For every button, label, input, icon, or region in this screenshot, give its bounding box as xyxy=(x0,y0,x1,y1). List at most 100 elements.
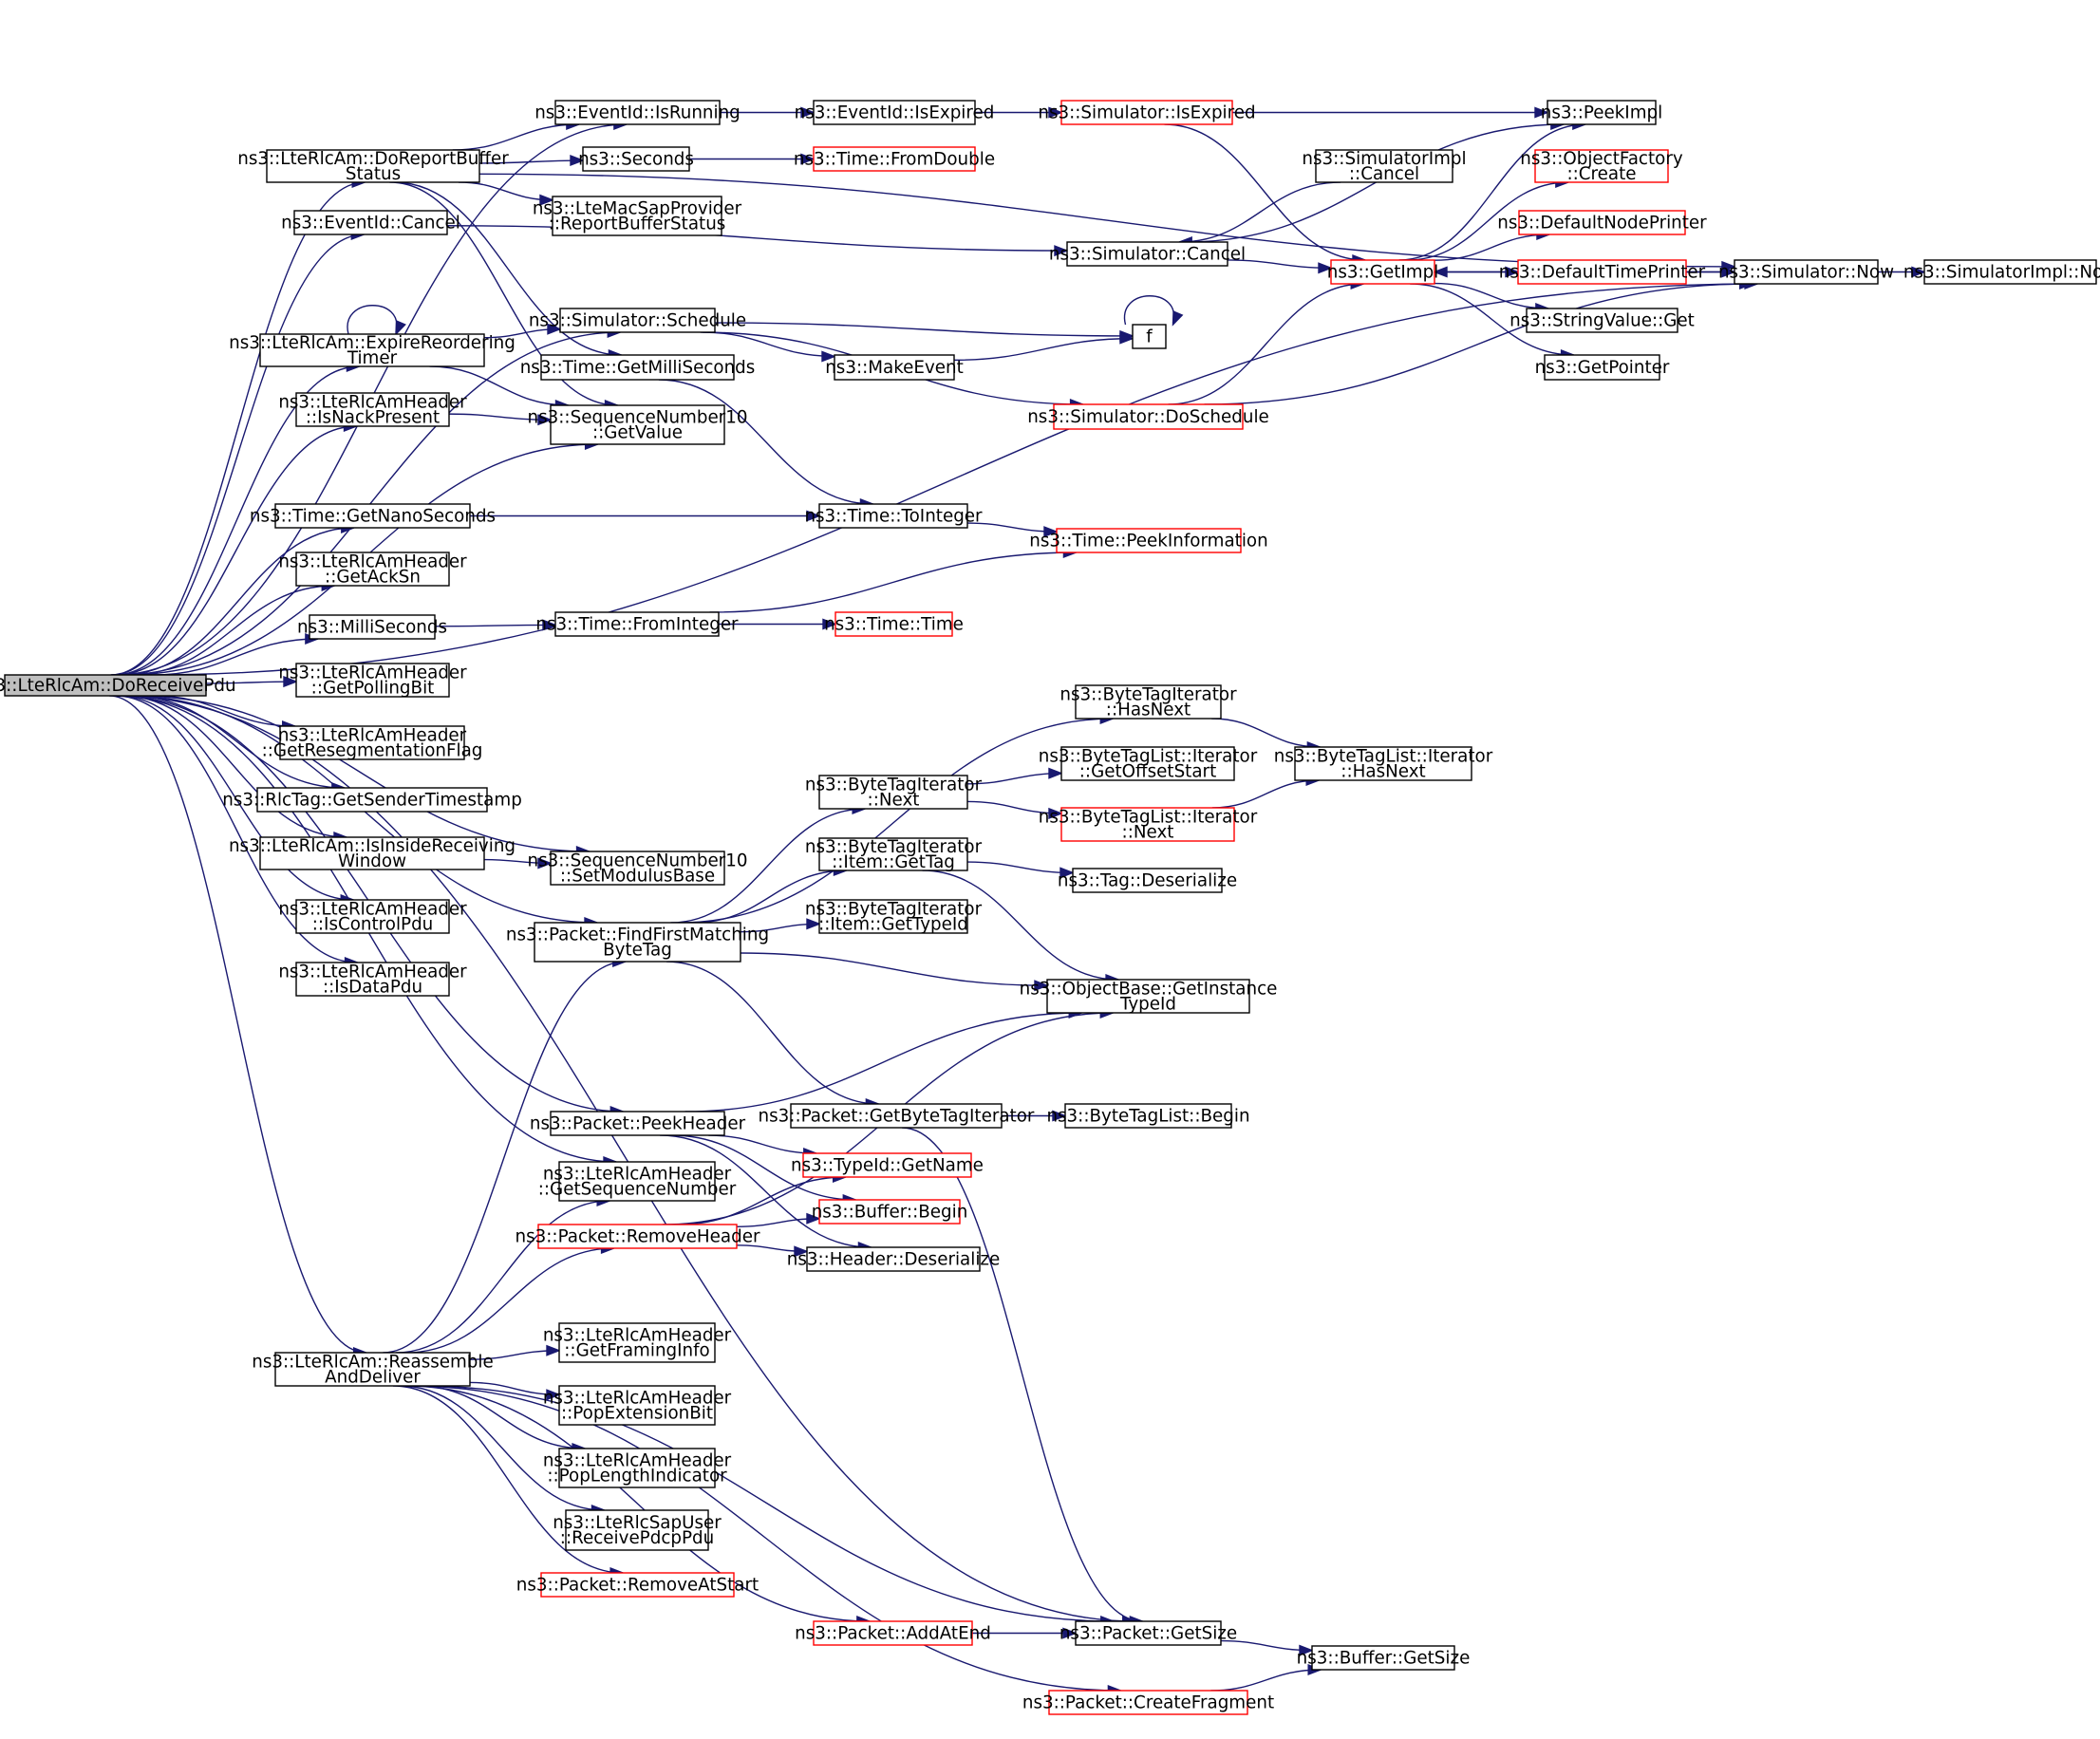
node-ns3-typeid-getname[interactable]: ns3::TypeId::GetName xyxy=(791,1152,984,1178)
node-ns3-header-deserialize[interactable]: ns3::Header::Deserialize xyxy=(787,1246,1001,1272)
node-ns3-time-fromdouble[interactable]: ns3::Time::FromDouble xyxy=(794,146,995,172)
node-ns3-getpointer[interactable]: ns3::GetPointer xyxy=(1535,354,1670,381)
node-ns3-bytetagiterator-next[interactable]: ns3::ByteTagIterator::Next xyxy=(805,775,983,811)
node-box xyxy=(818,775,968,810)
edge-n35-to-n36-arrowhead xyxy=(822,618,837,630)
node-ns3-simulator-cancel[interactable]: ns3::Simulator::Cancel xyxy=(1049,241,1246,267)
node-ns3-simulatorimpl-now[interactable]: ns3::SimulatorImpl::Now xyxy=(1903,259,2100,285)
node-ns3-lterlcamheader-iscontrolpdu[interactable]: ns3::LteRlcAmHeader::IsControlPdu xyxy=(278,899,467,935)
node-ns3-defaulttimeprinter[interactable]: ns3::DefaultTimePrinter xyxy=(1499,259,1706,285)
node-label: ns3::Simulator::Now xyxy=(1718,263,1894,283)
node-ns3-bytetaglist-iterator-next[interactable]: ns3::ByteTagList::Iterator::Next xyxy=(1039,807,1258,843)
node-ns3-bytetaglist-iterator-getoffsetstart[interactable]: ns3::ByteTagList::Iterator::GetOffsetSta… xyxy=(1039,746,1258,782)
node-ns3-makeevent[interactable]: ns3::MakeEvent xyxy=(825,354,964,381)
edge-n25-to-n42-arrowhead xyxy=(806,1212,821,1225)
node-box xyxy=(1072,868,1223,893)
node-box xyxy=(540,354,735,381)
node-ns3-packet-removeheader[interactable]: ns3::Packet::RemoveHeader xyxy=(516,1224,760,1249)
node-label: ::GetResegmentationFlag xyxy=(262,741,483,761)
node-ns3-simulator-isexpired[interactable]: ns3::Simulator::IsExpired xyxy=(1038,100,1256,125)
node-ns3-buffer-getsize[interactable]: ns3::Buffer::GetSize xyxy=(1297,1645,1471,1671)
node-ns3-bytetagiterator-item-gettag[interactable]: ns3::ByteTagIterator::Item::GetTag xyxy=(805,837,983,872)
edge-n56-to-n57-arrowhead xyxy=(1062,1627,1078,1639)
edge-n47-to-n47-arrowhead xyxy=(1172,310,1184,327)
node-ns3-packet-createfragment[interactable]: ns3::Packet::CreateFragment xyxy=(1022,1690,1274,1715)
node-ns3-lterlcam-doreceivepdu[interactable]: ns3::LteRlcAm::DoReceivePdu xyxy=(0,674,236,697)
node-ns3-packet-getbytetagiterator[interactable]: ns3::Packet::GetByteTagIterator xyxy=(759,1103,1035,1129)
node-ns3-packet-addatend[interactable]: ns3::Packet::AddAtEnd xyxy=(795,1620,991,1646)
node-ns3-simulatorimpl-cancel[interactable]: ns3::SimulatorImpl::Cancel xyxy=(1302,149,1466,184)
node-ns3-lterlcamheader-isdatapdu[interactable]: ns3::LteRlcAmHeader::IsDataPdu xyxy=(278,962,467,998)
node-ns3-time-time[interactable]: ns3::Time::Time xyxy=(824,611,964,637)
node-ns3-lterlcamheader-poplengthindicator[interactable]: ns3::LteRlcAmHeader::PopLengthIndicator xyxy=(543,1448,732,1488)
node-ns3-seconds[interactable]: ns3::Seconds xyxy=(578,146,694,172)
node-ns3-ltemacsapprovider-reportbufferstatus[interactable]: ns3::LteMacSapProvider::ReportBufferStat… xyxy=(533,196,742,236)
node-ns3-simulator-now[interactable]: ns3::Simulator::Now xyxy=(1718,259,1894,285)
node-ns3-tag-deserialize[interactable]: ns3::Tag::Deserialize xyxy=(1058,868,1237,893)
node-box xyxy=(295,899,450,934)
node-ns3-bytetaglist-iterator-hasnext[interactable]: ns3::ByteTagList::Iterator::HasNext xyxy=(1274,746,1493,782)
node-ns3-packet-getsize[interactable]: ns3::Packet::GetSize xyxy=(1059,1620,1237,1646)
node-box xyxy=(4,674,207,697)
node-box xyxy=(1734,259,1879,285)
node-f[interactable]: f xyxy=(1132,324,1167,349)
node-ns3-time-peekinformation[interactable]: ns3::Time::PeekInformation xyxy=(1029,528,1268,553)
node-ns3-lterlcsapuser-receivepdcppdu[interactable]: ns3::LteRlcSapUser::ReceivePdcpPdu xyxy=(553,1509,722,1551)
node-ns3-time-getnanoseconds[interactable]: ns3::Time::GetNanoSeconds xyxy=(250,503,496,529)
node-ns3-time-getmilliseconds[interactable]: ns3::Time::GetMilliSeconds xyxy=(520,354,756,381)
node-label: ns3::LteRlcAmHeader xyxy=(543,1389,732,1409)
node-ns3-lterlcamheader-getpollingbit[interactable]: ns3::LteRlcAmHeader::GetPollingBit xyxy=(278,663,467,699)
node-ns3-rlctag-getsendertimestamp[interactable]: ns3::RlcTag::GetSenderTimestamp xyxy=(222,787,522,813)
node-ns3-time-frominteger[interactable]: ns3::Time::FromInteger xyxy=(535,611,739,637)
edge-n52-to-n66 xyxy=(1211,779,1320,809)
node-ns3-bytetagiterator-item-gettypeid[interactable]: ns3::ByteTagIterator::Item::GetTypeId xyxy=(805,899,983,935)
node-ns3-bytetagiterator-hasnext[interactable]: ns3::ByteTagIterator::HasNext xyxy=(1059,684,1237,720)
node-label: ns3::ByteTagList::Begin xyxy=(1046,1107,1249,1127)
node-ns3-eventid-cancel[interactable]: ns3::EventId::Cancel xyxy=(281,210,460,235)
node-box xyxy=(806,1246,981,1272)
node-ns3-buffer-begin[interactable]: ns3::Buffer::Begin xyxy=(812,1199,968,1225)
node-label: Window xyxy=(338,851,406,871)
node-ns3-simulator-doschedule[interactable]: ns3::Simulator::DoSchedule xyxy=(1027,403,1269,430)
edge-n38-to-n53 xyxy=(966,861,1074,874)
edge-n23-to-n54 xyxy=(684,1012,1082,1113)
node-ns3-lterlcamheader-getsequencenumber[interactable]: ns3::LteRlcAmHeader::GetSequenceNumber xyxy=(538,1161,737,1202)
node-ns3-lterlcamheader-getacksn[interactable]: ns3::LteRlcAmHeader::GetAckSn xyxy=(278,552,467,588)
edge-n23-to-n42 xyxy=(671,1134,856,1201)
node-ns3-sequencenumber10-setmodulusbase[interactable]: ns3::SequenceNumber10::SetModulusBase xyxy=(528,851,748,887)
node-ns3-peekimpl[interactable]: ns3::PeekImpl xyxy=(1541,100,1662,125)
node-ns3-lterlcamheader-getframinginfo[interactable]: ns3::LteRlcAmHeader::GetFramingInfo xyxy=(543,1322,732,1363)
node-ns3-sequencenumber10-getvalue[interactable]: ns3::SequenceNumber10::GetValue xyxy=(528,404,748,445)
node-ns3-lterlcamheader-isnackpresent[interactable]: ns3::LteRlcAmHeader::IsNackPresent xyxy=(278,392,467,428)
node-label: ns3::ObjectFactory xyxy=(1520,149,1683,169)
node-ns3-defaultnodeprinter[interactable]: ns3::DefaultNodePrinter xyxy=(1497,210,1707,235)
node-ns3-stringvalue-get[interactable]: ns3::StringValue::Get xyxy=(1509,308,1695,333)
node-ns3-simulator-schedule[interactable]: ns3::Simulator::Schedule xyxy=(529,308,746,333)
node-ns3-eventid-isexpired[interactable]: ns3::EventId::IsExpired xyxy=(795,100,995,125)
node-ns3-milliseconds[interactable]: ns3::MilliSeconds xyxy=(297,614,447,640)
node-ns3-objectfactory-create[interactable]: ns3::ObjectFactory::Create xyxy=(1520,149,1683,184)
node-box xyxy=(295,663,450,698)
node-ns3-packet-peekheader[interactable]: ns3::Packet::PeekHeader xyxy=(530,1111,746,1136)
node-ns3-getimpl[interactable]: ns3::GetImpl xyxy=(1327,259,1439,285)
node-box xyxy=(1046,979,1250,1014)
node-ns3-packet-removeatstart[interactable]: ns3::Packet::RemoveAtStart xyxy=(516,1572,759,1598)
node-ns3-eventid-isrunning[interactable]: ns3::EventId::IsRunning xyxy=(534,100,741,125)
node-ns3-lterlcamheader-getresegmentationflag[interactable]: ns3::LteRlcAmHeader::GetResegmentationFl… xyxy=(262,725,483,761)
node-box xyxy=(558,1385,716,1426)
node-ns3-lterlcamheader-popextensionbit[interactable]: ns3::LteRlcAmHeader::PopExtensionBit xyxy=(543,1385,732,1426)
node-label: Timer xyxy=(347,348,398,368)
call-nodes: ns3::LteRlcAm::DoReceivePduns3::LteRlcAm… xyxy=(0,100,2100,1715)
edge-n25-to-n43-arrowhead xyxy=(794,1245,809,1258)
edge-n22-to-n54 xyxy=(740,952,1048,986)
edge-n0-to-n21 xyxy=(136,695,590,852)
node-ns3-time-tointeger[interactable]: ns3::Time::ToInteger xyxy=(804,503,983,529)
node-label: ::ReportBufferStatus xyxy=(549,215,726,234)
node-ns3-bytetaglist-begin[interactable]: ns3::ByteTagList::Begin xyxy=(1046,1103,1250,1129)
